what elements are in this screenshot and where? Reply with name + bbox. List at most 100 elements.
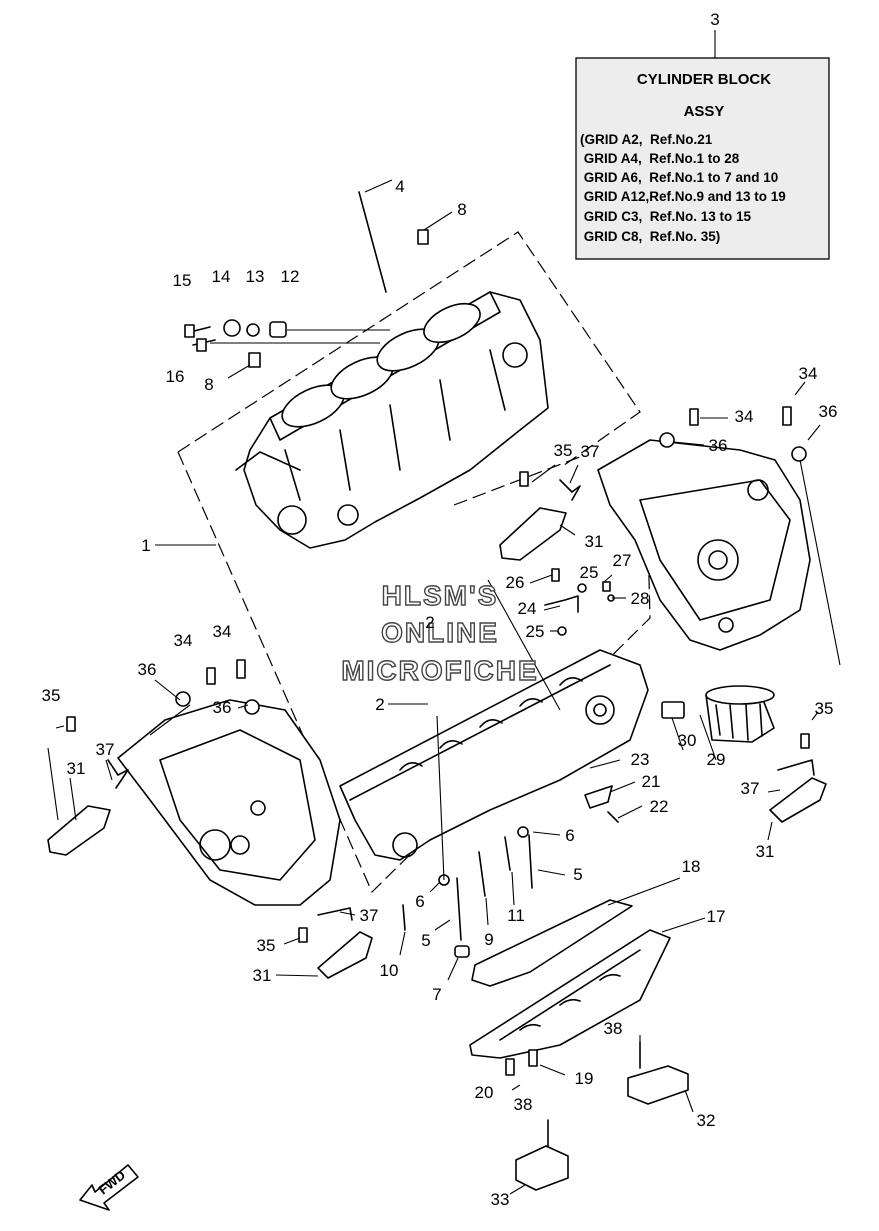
- crankcase-boss: [392, 832, 418, 858]
- fwd-arrow-icon: [79, 1164, 139, 1211]
- rubber-31-right: [769, 777, 827, 823]
- leader-35-r: [811, 711, 819, 721]
- leader-37-b: [339, 911, 356, 916]
- stud-bolt: [358, 191, 387, 293]
- washer-36-l1: [175, 691, 191, 707]
- note-line-3: GRID A6, Ref.No.1 to 7 and 10: [580, 170, 778, 185]
- callout-28: 28: [631, 589, 650, 608]
- callout-6-a: 6: [565, 826, 574, 845]
- washer-36-l2: [244, 699, 260, 715]
- bolt-34-r1: [689, 408, 699, 426]
- left-mount-hole-2: [230, 835, 250, 855]
- crankcase-bolts: [402, 826, 533, 958]
- callout-35-b: 35: [42, 686, 61, 705]
- callout-25-b: 25: [526, 622, 545, 641]
- note-title-1: CYLINDER BLOCK: [637, 71, 771, 88]
- bolt-34-l1: [236, 659, 246, 679]
- callout-31-c: 31: [253, 966, 272, 985]
- leader-33: [509, 1184, 526, 1195]
- right-mount-hole-3: [718, 617, 734, 633]
- oil-pressure-parts: [184, 319, 390, 352]
- callout-38-a: 38: [604, 1019, 623, 1038]
- callout-5-a: 5: [573, 865, 582, 884]
- leader-5a-guide: [436, 715, 445, 881]
- pin-27: [602, 581, 611, 592]
- callout-33: 33: [491, 1190, 510, 1209]
- cylinder-bore-4: [423, 302, 481, 344]
- note-line-2: GRID A4, Ref.No.1 to 28: [580, 151, 740, 166]
- leader-37-top: [569, 464, 579, 484]
- callout-24: 24: [518, 599, 537, 618]
- upper-block-ribs: [284, 349, 506, 501]
- watermark: HLSM'S ONLINE MICROFICHE: [341, 579, 538, 686]
- note-line-5: GRID C3, Ref.No. 13 to 15: [580, 209, 752, 224]
- oil-filter: [661, 685, 775, 743]
- callout-17: 17: [707, 907, 726, 926]
- bolt-20: [505, 1058, 515, 1076]
- gasket-18: [471, 899, 633, 987]
- bolt-16-head: [196, 338, 207, 352]
- oil-filter-top: [705, 685, 775, 705]
- oil-pan-assembly: [469, 899, 671, 1076]
- leader-35-top: [531, 464, 556, 483]
- note-line-6: GRID C8, Ref.No. 35): [580, 229, 720, 244]
- lower-block-outline: [177, 451, 651, 894]
- leader-37-l: [105, 759, 113, 781]
- cylinder-block-upper: [235, 291, 549, 549]
- callout-30: 30: [678, 731, 697, 750]
- bolt-35-bottom: [298, 927, 308, 943]
- engine-mount-left: [117, 659, 341, 906]
- note-title-2: ASSY: [684, 103, 725, 120]
- callout-18: 18: [682, 857, 701, 876]
- bolt-35-top: [519, 471, 529, 487]
- leader-18: [607, 877, 681, 906]
- leader-36-r2: [807, 424, 821, 441]
- leader-35-l: [55, 725, 65, 729]
- right-mount-hole-2: [747, 479, 769, 501]
- callout-9: 9: [484, 930, 493, 949]
- leader-11: [511, 871, 515, 906]
- callout-8-a: 8: [457, 200, 466, 219]
- rubber-31-top: [499, 507, 567, 561]
- oil-filter-mount-inner: [593, 703, 607, 717]
- studs-and-pins: [248, 191, 429, 368]
- crankcase-lower: [339, 649, 649, 861]
- left-mount-inner: [159, 729, 316, 881]
- watermark-line-2: ONLINE: [381, 617, 499, 648]
- leader-23: [589, 759, 621, 769]
- callout-11: 11: [507, 906, 525, 925]
- rubber-31-bottom: [317, 931, 373, 979]
- leader-31-b: [275, 974, 319, 977]
- rubber-31-left: [47, 805, 111, 856]
- callout-25-a: 25: [580, 563, 599, 582]
- upper-flange: [235, 451, 301, 471]
- bolt-19: [528, 1049, 538, 1067]
- upper-boss-3: [502, 342, 528, 368]
- note-line-1: (GRID A2, Ref.No.21: [580, 132, 713, 147]
- callout-8-b: 8: [204, 375, 213, 394]
- washer-14: [223, 319, 241, 337]
- callout-16: 16: [166, 367, 185, 386]
- callout-36-b: 36: [819, 402, 838, 421]
- leader-left-mount: [149, 704, 191, 736]
- callout-1: 1: [141, 536, 150, 555]
- bottom-brackets: [515, 1041, 689, 1191]
- callout-36-a: 36: [709, 436, 728, 455]
- leader-27: [603, 574, 613, 583]
- bracket-37-left: [107, 759, 129, 789]
- upper-block-body: [243, 291, 549, 549]
- leader-10: [399, 931, 406, 956]
- callout-26: 26: [506, 573, 525, 592]
- plate-21: [584, 785, 613, 809]
- leader-8a: [423, 211, 453, 231]
- leader-block-guide: [487, 579, 561, 711]
- callout-23: 23: [631, 750, 650, 769]
- leader-19: [539, 1064, 566, 1076]
- right-mount-hole-inner: [708, 550, 728, 570]
- leader-5a: [434, 919, 451, 931]
- leader-17: [661, 917, 706, 933]
- cover-plate: [584, 785, 619, 823]
- bracket-32: [627, 1065, 689, 1105]
- callout-31-b: 31: [67, 759, 86, 778]
- leader-37-r: [767, 789, 781, 793]
